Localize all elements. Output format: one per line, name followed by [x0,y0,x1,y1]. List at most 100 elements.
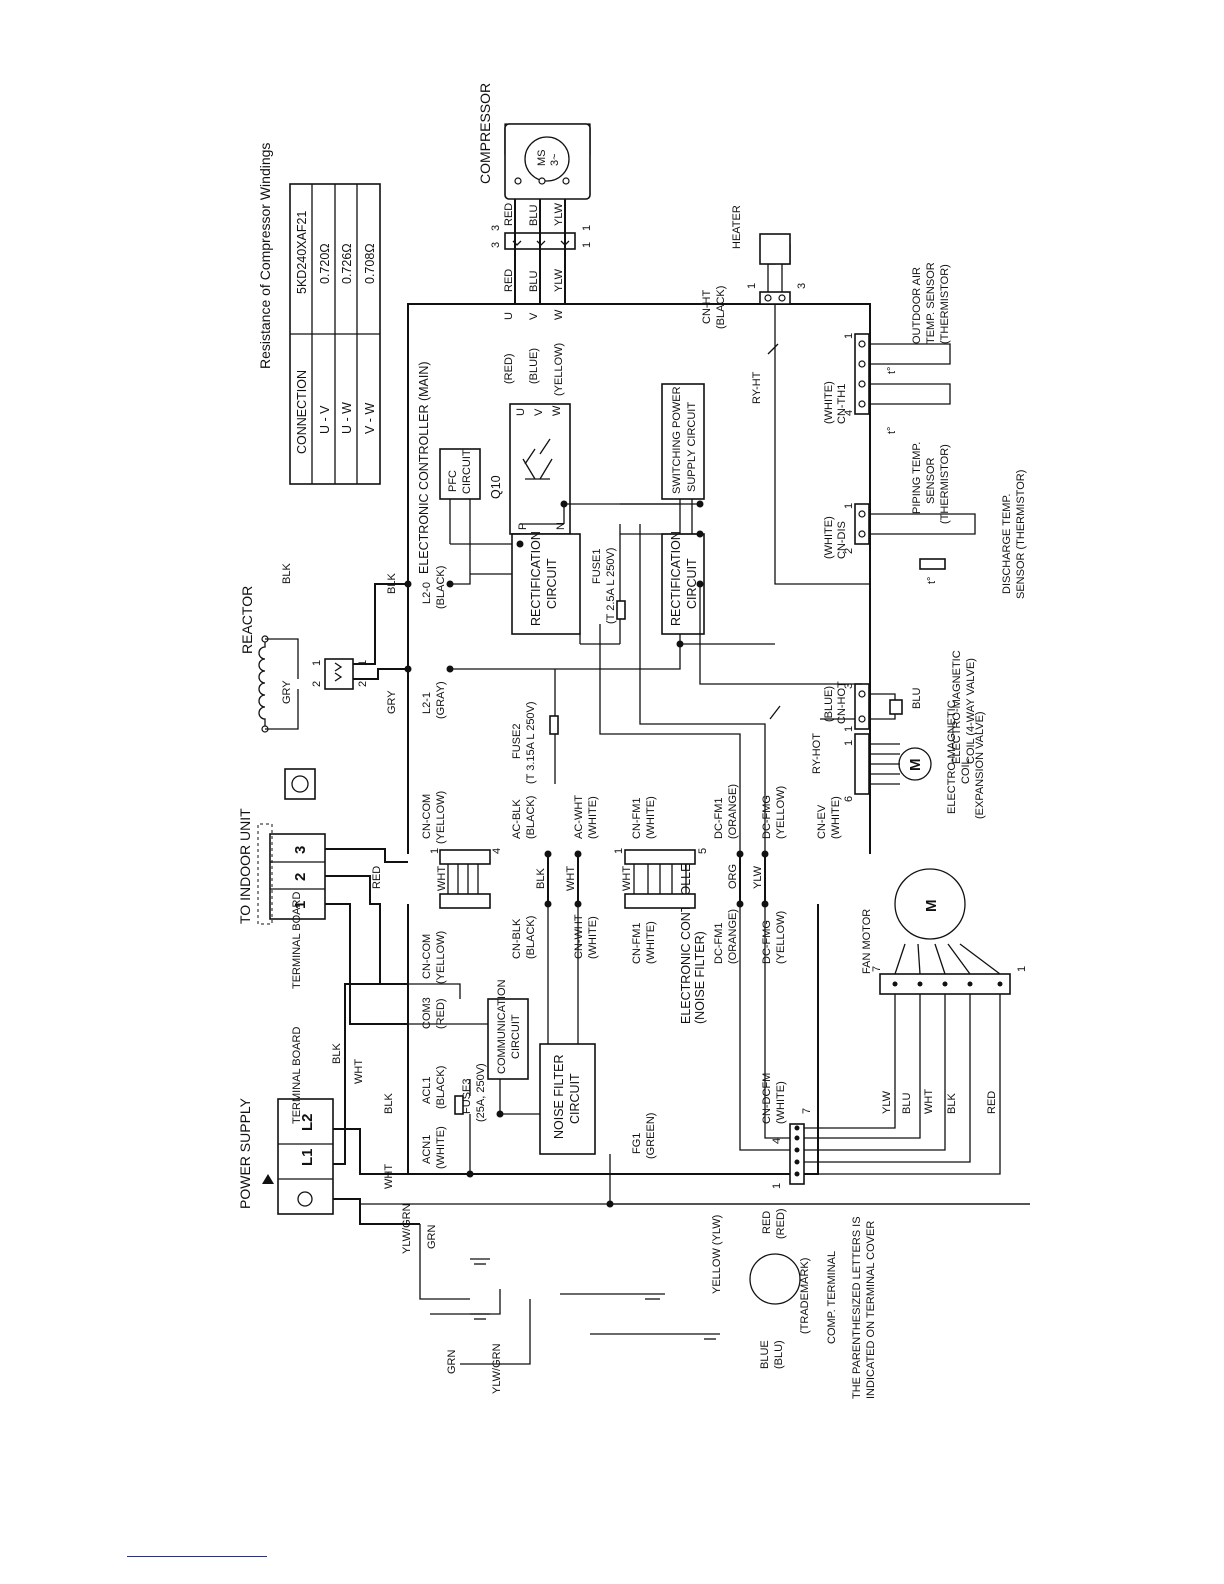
legend-paren-2: INDICATED ON TERMINAL COVER [865,1221,877,1399]
cncom-main-label-1: CN-COM [421,794,433,839]
red-indoor-label: RED [371,866,383,889]
dis-sensor-label-2: SENSOR (THERMISTOR) [1015,470,1027,599]
comp-conn-pin-3b: 3 [490,242,502,248]
legend-blue-p: (BLU) [773,1340,785,1369]
cnfm1-pin1: 1 [613,848,625,854]
heater-circuit: CN-HT (BLACK) 1 3 HEATER RY-HT [701,205,870,585]
ev-label-1: ELECTRO-MAGNETIC [946,700,958,814]
cnht-pin1: 1 [746,283,758,289]
wht-power-label: WHT [353,1059,365,1084]
terminal-board-label-1: TERMINAL BOARD [291,892,303,989]
cnwht-label-2: (WHITE) [587,916,599,959]
cndcfm-pin1: 1 [771,1183,783,1189]
u-label: U [503,312,515,320]
comp-conn-pin-1b: 1 [581,242,593,248]
cnev-pin1: 1 [843,740,855,746]
table-row3-value: 0.708Ω [363,243,377,284]
q10-p-label: P [517,523,529,530]
cndis-pin2: 2 [843,548,855,554]
grn-label-1: GRN [446,1350,458,1375]
fan-motor-label: FAN MOTOR [861,909,873,974]
discharge-sensor-circuit: CN-DIS (WHITE) 1 2 t° DISCHARGE TEMP. SE… [823,470,1027,599]
l2-blk-label: BLK [386,573,398,594]
reactor-pin2b: 2 [357,681,369,687]
blu-coil-label: BLU [911,688,923,709]
cndis-label-2: (WHITE) [823,516,835,559]
dcfmg-b-label-1: DC-FMG [761,920,773,964]
comp-conn-pin-3a: 3 [490,225,502,231]
cnev-label-2: (WHITE) [830,796,842,839]
yellow-paren-label: (YELLOW) [553,343,565,396]
table-row2-conn: U - W [340,402,354,434]
fan-ylw-label: YLW [881,1090,893,1114]
wire-red-label: RED [503,269,515,292]
blk-bridge-label: BLK [535,868,547,889]
heater-label: HEATER [731,205,743,249]
compressor-label: COMPRESSOR [477,83,493,184]
oat-t-label: t° [886,367,898,374]
com3-label-1: COM3 [421,997,433,1029]
rect2-label-1: RECTIFICATION [669,531,683,626]
cndis-pin1: 1 [843,503,855,509]
dcfmg-main-label-2: (YELLOW) [775,786,787,839]
cnth1-pin4: 4 [843,410,855,416]
reactor-pin2: 2 [311,681,323,687]
fuse2-label-1: FUSE2 [511,724,523,759]
wire-blu-label: BLU [528,271,540,292]
legend-yellow: YELLOW (YLW) [711,1215,723,1294]
cncom-pin1: 1 [429,848,441,854]
compressor-ms-label: MS [536,150,548,167]
cnht-label-2: (BLACK) [715,286,727,329]
l20-label-2: (BLACK) [435,566,447,609]
resistance-table-title: Resistance of Compressor Windings [257,143,273,369]
q10-w-label: W [551,405,563,416]
cnfm1-main-label-1: CN-FM1 [631,797,643,839]
fg1-label-2: (GREEN) [645,1113,657,1159]
rect1-label-1: RECTIFICATION [529,531,543,626]
ylw-label: YLW [752,865,764,889]
fuse1-label-2: (T 2.5A L 250V) [605,548,617,624]
cncom-pin4: 4 [491,848,503,854]
legend-paren-1: THE PARENTHESIZED LETTERS IS [851,1216,863,1399]
table-header-connection: CONNECTION [295,370,309,454]
power-l1-label: L1 [299,1148,316,1166]
cnfm1-b-label-2: (WHITE) [645,921,657,964]
cndcfm-pin7: 7 [801,1108,813,1114]
com3-label-2: (RED) [435,998,447,1029]
cnfm1-main-label-2: (WHITE) [645,796,657,839]
q10-n-label: N [555,522,567,530]
acblk-label-2: (BLACK) [525,796,537,839]
cnth1-label-2: (WHITE) [823,381,835,424]
power-l2-label: L2 [299,1113,316,1131]
fan-pin1: 1 [1016,966,1028,972]
compressor-phase-label: 3~ [549,153,561,166]
cndis-label-1: CN-DIS [836,521,848,559]
legend-blue: BLUE [759,1340,771,1369]
cndcfm-pin4: 4 [771,1138,783,1144]
pfc-circuit: PFC CIRCUIT [439,448,481,500]
cnfm1-b-label-1: CN-FM1 [631,922,643,964]
acn1-label-1: ACN1 [421,1135,433,1164]
acblk-label-1: AC-BLK [511,799,523,839]
tb-terminal-3: 3 [292,846,309,854]
rect1-label-2: CIRCUIT [545,558,559,609]
blk-power-label-2: BLK [383,1093,395,1114]
to-indoor-unit-label: TO INDOOR UNIT [237,808,253,924]
main-controller-label: ELECTRONIC CONTROLLER (MAIN) [417,361,431,574]
cnhot-pin1: 1 [843,726,855,732]
main-board-connectors: CN-COM (YELLOW) AC-BLK (BLACK) AC-WHT (W… [421,733,900,909]
thermistor-sensors-circuit: CN-TH1 (WHITE) 1 4 t° t° PIPING TEMP. SE… [823,262,951,524]
acl1-label-1: ACL1 [421,1076,433,1104]
internal-main-wiring: FUSE1 (T 2.5A L 250V) [449,499,693,645]
ylwgrn-label-1: YLW/GRN [401,1203,413,1254]
cnht-pin3: 3 [796,283,808,289]
fuse1-label-1: FUSE1 [591,549,603,584]
fan-blk-label: BLK [946,1093,958,1114]
cnth1-pin1: 1 [843,333,855,339]
piping-t-label: t° [886,427,898,434]
pfc-label-2: CIRCUIT [461,449,473,494]
tb-terminal-1: 1 [292,901,309,909]
cnev-pin6: 6 [843,796,855,802]
cncom-b-label-1: CN-COM [421,934,433,979]
